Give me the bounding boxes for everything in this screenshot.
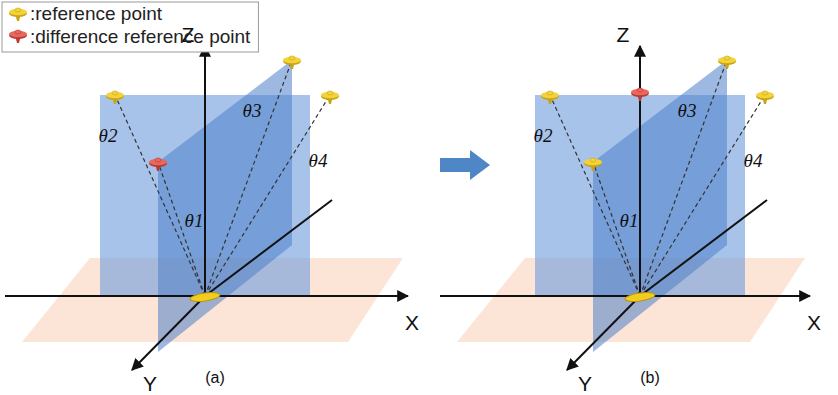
depth-axis (205, 200, 332, 296)
panel-illustration (5, 46, 408, 370)
angle-label: θ4 (744, 151, 763, 170)
reference-point (541, 91, 559, 104)
reference-point (718, 56, 736, 69)
sight-line (115, 95, 205, 296)
sensor (190, 291, 221, 303)
sight-line (593, 162, 640, 296)
angle-label: θ1 (185, 211, 204, 230)
sight-line (640, 60, 727, 296)
sensor (625, 291, 656, 303)
axis-label: Z (617, 24, 630, 45)
panel-caption: (b) (640, 370, 660, 386)
reference-point (756, 91, 774, 104)
difference-reference-point (149, 158, 167, 171)
z-axis (204, 46, 206, 296)
axis-label: X (807, 312, 821, 333)
angle-label: θ1 (620, 211, 639, 230)
sight-line (158, 162, 205, 296)
sight-line (640, 95, 765, 296)
z-axis (639, 46, 641, 296)
y-axis (132, 296, 205, 370)
reference-point (9, 8, 27, 21)
difference-reference-point (631, 88, 649, 101)
depth-axis (640, 200, 767, 296)
angle-label: θ2 (99, 126, 118, 145)
angle-label: θ4 (309, 151, 328, 170)
reference-point (321, 91, 339, 104)
difference-reference-point (9, 30, 27, 43)
panel-caption: (a) (205, 370, 225, 386)
yz-plane (158, 60, 292, 352)
reference-point (106, 91, 124, 104)
x-axis (440, 295, 810, 297)
axis-label: Y (578, 373, 592, 394)
reference-point (283, 56, 301, 69)
angle-label: θ2 (534, 126, 553, 145)
axis-label: Y (143, 373, 157, 394)
axis-label: X (405, 312, 419, 333)
angle-label: θ3 (243, 101, 262, 120)
transition-arrow (440, 150, 490, 180)
panel-illustration (440, 46, 810, 370)
legend-text: :reference point (30, 4, 162, 23)
legend-text: :difference reference point (30, 27, 250, 46)
y-axis (567, 296, 640, 370)
sight-line (550, 95, 640, 296)
angle-label: θ3 (678, 101, 697, 120)
sight-line (205, 60, 292, 296)
yz-plane (593, 60, 727, 352)
sight-line (205, 95, 330, 296)
reference-point (584, 158, 602, 171)
legend-box (2, 2, 258, 52)
